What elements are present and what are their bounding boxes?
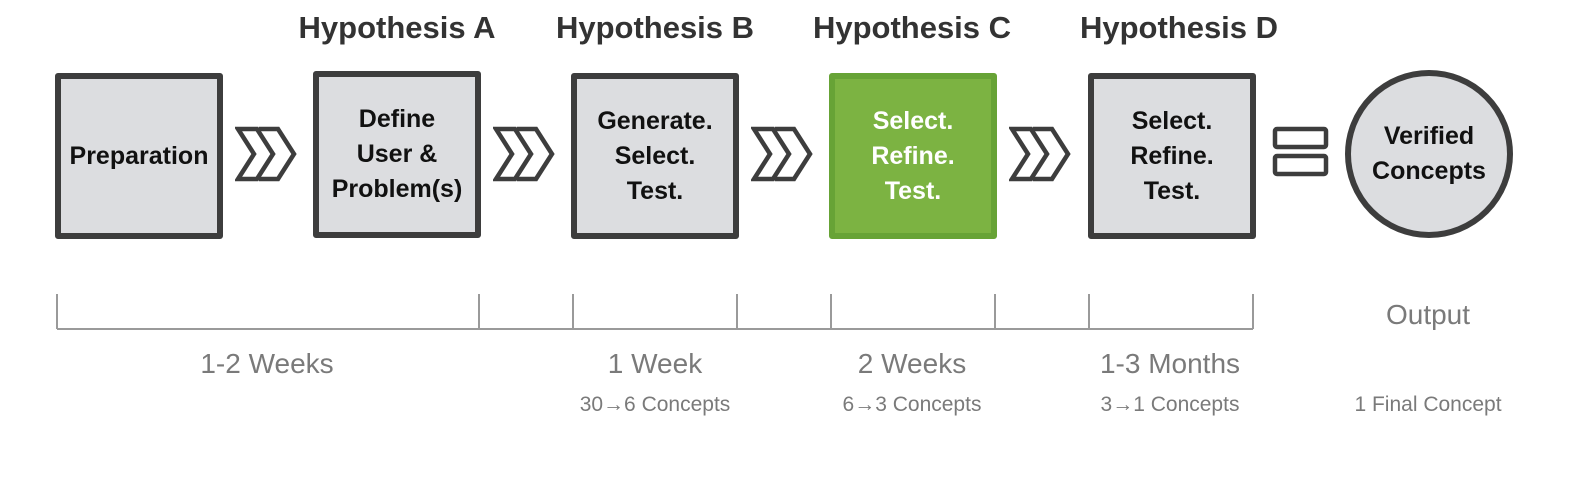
concepts-hypothesis-b: 30→6 Concepts [579, 393, 731, 416]
output-verified-concepts: Verified Concepts [1345, 70, 1513, 238]
output-label: Verified Concepts [1372, 122, 1486, 185]
duration-preparation-define: 1-2 Weeks [200, 348, 334, 379]
concepts-hypothesis-c: 6→3 Concepts [842, 393, 982, 416]
stage-preparation: Preparation [55, 73, 223, 239]
stage-label: Select. Refine. Test. [1130, 106, 1214, 205]
double-chevron-icon [235, 126, 297, 182]
stage-select-refine-test-highlighted: Select. Refine. Test. [829, 73, 997, 239]
duration-hypothesis-b: 1 Week [607, 348, 703, 379]
hypothesis-b-title: Hypothesis B [555, 10, 755, 45]
duration-hypothesis-c: 2 Weeks [857, 348, 967, 379]
hypothesis-d-title: Hypothesis D [1079, 10, 1279, 45]
double-chevron-icon [1009, 126, 1071, 182]
output-final-concept: 1 Final Concept [1354, 393, 1502, 416]
stage-select-refine-test: Select. Refine. Test. [1088, 73, 1256, 239]
stage-label: Define User & Problem(s) [331, 105, 463, 203]
concepts-hypothesis-d: 3→1 Concepts [1100, 393, 1240, 416]
double-chevron-icon [493, 126, 555, 182]
stage-define-user-problems: Define User & Problem(s) [313, 71, 481, 238]
stage-label: Generate. Select. Test. [597, 106, 713, 205]
double-chevron-icon [751, 126, 813, 182]
equals-icon [1272, 126, 1329, 177]
hypothesis-c-title: Hypothesis C [812, 10, 1012, 45]
stage-label: Preparation [69, 141, 209, 170]
output-label-timeline: Output [1385, 299, 1471, 330]
stage-label: Select. Refine. Test. [871, 106, 955, 205]
stage-generate-select-test: Generate. Select. Test. [571, 73, 739, 239]
hypothesis-a-title: Hypothesis A [298, 10, 496, 45]
duration-hypothesis-d: 1-3 Months [1099, 348, 1241, 379]
